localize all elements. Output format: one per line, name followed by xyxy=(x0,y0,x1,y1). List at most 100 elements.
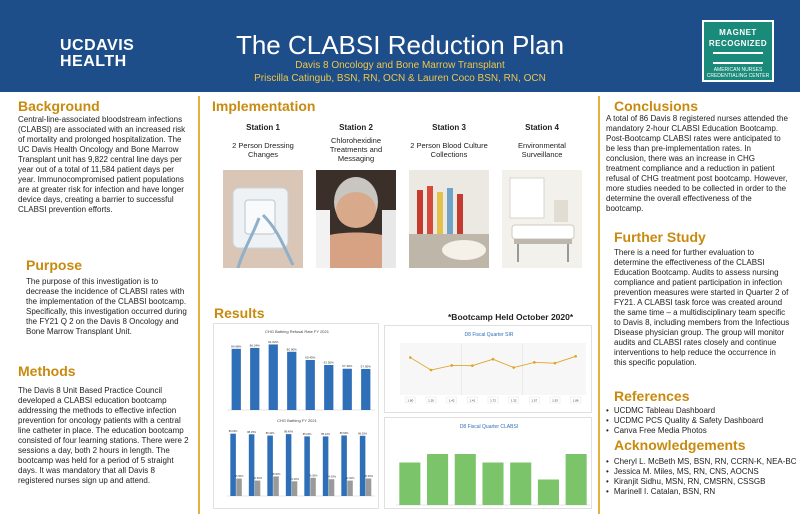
sir-point xyxy=(553,361,557,365)
references-list: UCDMC Tableau Dashboard UCDMC PCS Qualit… xyxy=(606,406,763,436)
acknowledgements-heading: Acknowledgements xyxy=(614,437,746,453)
chart-title: CHG Bathing Refusal Rate FY 2021 xyxy=(265,329,330,334)
bar xyxy=(231,348,241,410)
chg-refusal-rate-chart: CHG Bathing Refusal Rate FY 2021 84.98% 86… xyxy=(227,329,375,411)
patient-back-photo xyxy=(316,170,396,268)
reference-item: UCDMC PCS Quality & Safety Dashboard xyxy=(606,416,763,426)
data-label: 26.00% xyxy=(309,473,318,477)
data-label: 28.00% xyxy=(272,472,281,476)
data-label: 89.02% xyxy=(229,429,238,433)
data-label: 57.00% xyxy=(361,364,372,368)
data-label: 1.32 xyxy=(511,399,517,403)
bar xyxy=(565,454,587,505)
poster-authors: Priscilla Catingub, BSN, RN, OCN & Laure… xyxy=(254,73,546,84)
data-label: 62.50% xyxy=(324,361,335,365)
bar xyxy=(324,365,334,410)
station4-title: Station 4 xyxy=(525,123,559,132)
clabsi-chart-panel: D8 Fiscal Quarter CLABSI xyxy=(384,417,592,509)
acknowledgement-item: Cheryl L. McBeth MS, BSN, RN, CCRN-K, NE… xyxy=(606,457,797,467)
value-box xyxy=(487,396,499,404)
data-label: 86.32% xyxy=(266,431,275,435)
bar xyxy=(291,481,298,496)
bootcamp-note: *Bootcamp Held October 2020* xyxy=(448,312,574,322)
station3-title: Station 3 xyxy=(432,123,466,132)
recognized-label: RECOGNIZED xyxy=(708,38,768,48)
data-label: 1.86 xyxy=(573,399,579,403)
reference-item: Canva Free Media Photos xyxy=(606,426,763,436)
bar xyxy=(254,480,261,496)
station2-title: Station 2 xyxy=(339,123,373,132)
data-label: 24.00% xyxy=(327,475,336,479)
references-heading: References xyxy=(614,388,690,404)
hospital-room-photo xyxy=(502,170,582,268)
bar xyxy=(328,479,335,496)
data-label: 88.15% xyxy=(247,430,256,434)
background-text: Central-line-associated bloodstream infe… xyxy=(18,115,186,214)
data-label: 1.53 xyxy=(552,399,558,403)
data-label: 25.00% xyxy=(235,474,244,478)
chart-title: D8 Fiscal Quarter CLABSI xyxy=(460,424,518,430)
data-label: 1.80 xyxy=(407,399,413,403)
data-label: 22.00% xyxy=(346,476,355,480)
chg-bathing-chart: CHG Bathing FY 202189.02%88.15%86.32%88.… xyxy=(227,418,375,497)
conclusions-text: A total of 86 Davis 8 registered nurses … xyxy=(606,114,788,213)
data-label: 86.24% xyxy=(250,343,261,347)
purpose-heading: Purpose xyxy=(26,257,83,273)
bar xyxy=(267,435,273,496)
data-label: 69.45% xyxy=(305,355,316,359)
data-label: 1.57 xyxy=(531,399,537,403)
data-label: 1.20 xyxy=(428,399,434,403)
results-heading: Results xyxy=(214,305,265,321)
bar xyxy=(305,359,315,410)
data-label: 88.40% xyxy=(284,430,293,434)
data-label: 86.50% xyxy=(340,431,349,435)
bar xyxy=(347,480,353,496)
bar xyxy=(510,462,532,505)
value-box xyxy=(529,396,540,404)
data-label: 91.02% xyxy=(268,340,279,344)
station1-desc: 2 Person Dressing Changes xyxy=(232,141,294,159)
acknowledgements-list: Cheryl L. McBeth MS, BSN, RN, CCRN-K, NE… xyxy=(606,457,797,497)
poster-subtitle: Davis 8 Oncology and Bone Marrow Transpl… xyxy=(295,60,505,71)
station1-title: Station 1 xyxy=(246,123,280,132)
data-label: 84.98% xyxy=(231,344,242,348)
bar xyxy=(454,454,476,505)
bar xyxy=(342,368,352,410)
sir-point xyxy=(429,368,433,372)
bar xyxy=(273,476,279,496)
logo-line2: HEALTH xyxy=(60,53,127,70)
sir-point xyxy=(533,361,536,364)
conclusions-heading: Conclusions xyxy=(614,98,699,114)
sir-point xyxy=(491,357,495,361)
poster-header: UCDAVIS HEALTH The CLABSI Reduction Plan… xyxy=(0,0,800,92)
bar xyxy=(399,462,421,505)
bar xyxy=(482,462,504,505)
further-study-text: There is a need for further evaluation t… xyxy=(614,248,790,367)
methods-heading: Methods xyxy=(18,363,76,379)
bar xyxy=(537,479,559,505)
dressing-change-photo xyxy=(223,170,303,268)
value-box xyxy=(405,396,416,404)
methods-text: The Davis 8 Unit Based Practice Council … xyxy=(18,386,189,485)
logo-line1: UCDAVIS xyxy=(60,37,135,54)
data-label: 25.00% xyxy=(364,474,373,478)
bar xyxy=(285,434,292,496)
bar xyxy=(236,478,242,496)
bar xyxy=(341,435,347,496)
bar xyxy=(359,435,366,496)
left-divider xyxy=(198,96,200,514)
value-box xyxy=(467,396,478,404)
station4-desc: Environmental Surveillance xyxy=(518,141,566,159)
bar xyxy=(365,478,372,496)
data-label: 1.72 xyxy=(490,399,496,403)
acknowledgement-item: Marinell I. Catalan, BSN, RN xyxy=(606,487,797,497)
acknowledgement-item: Jessica M. Miles, MS, RN, CNS, AOCNS xyxy=(606,467,797,477)
bar xyxy=(287,351,297,410)
blood-culture-photo xyxy=(409,170,489,268)
value-box xyxy=(425,396,437,404)
data-label: 85.12% xyxy=(321,432,330,436)
sir-point xyxy=(450,364,453,367)
further-study-heading: Further Study xyxy=(614,229,706,245)
data-label: 1.42 xyxy=(449,399,455,403)
